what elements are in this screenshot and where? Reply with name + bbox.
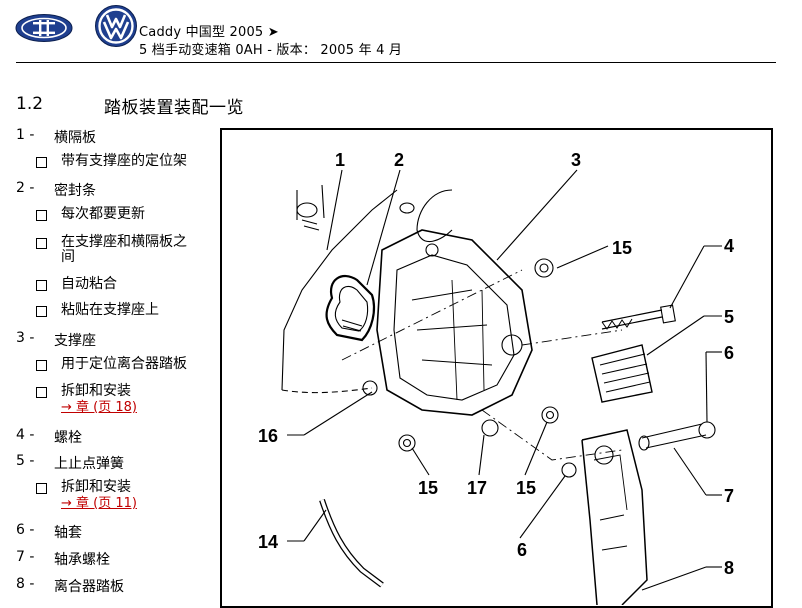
header-model[interactable]: Caddy 中国型 2005 ➤ [139,25,279,40]
subitem-text: 每次都要更新 [61,206,145,222]
exploded-view-drawing: 1 2 3 15 4 5 6 16 15 17 15 7 14 6 8 [258,150,734,605]
item-label: 轴承螺栓 [54,552,110,568]
item-number: 6 - [16,522,35,538]
callout-15-right: 15 [516,478,536,498]
checkbox-icon [36,360,47,371]
subitem-text: 自动粘合 [61,276,117,292]
header-subtitle: 5 档手动变速箱 0AH - 版本： 2005 年 4 月 [139,43,403,58]
subitem-text: 在支撑座和横隔板之 [61,234,187,250]
checkbox-icon [36,306,47,317]
item-number: 7 - [16,549,35,565]
callout-5: 5 [724,307,734,327]
subitem-text: 拆卸和安装 [61,383,131,399]
item-label: 密封条 [54,183,96,199]
callout-17: 17 [467,478,487,498]
callout-6-bottom: 6 [517,540,527,560]
checkbox-icon [36,157,47,168]
callout-16: 16 [258,426,278,446]
checkbox-icon [36,387,47,398]
item-label: 支撑座 [54,333,96,349]
item-number: 5 - [16,453,35,469]
callout-15-top: 15 [612,238,632,258]
section-title: 踏板装置装配一览 [104,98,244,118]
subitem-text-continued: 间 [61,249,75,265]
faw-logo [15,14,73,42]
page-link-18[interactable]: → 章 (页 18) [61,400,137,415]
callout-1: 1 [335,150,345,170]
callout-8: 8 [724,558,734,578]
checkbox-icon [36,238,47,249]
callout-2: 2 [394,150,404,170]
checkbox-icon [36,210,47,221]
header-divider [16,62,776,63]
item-number: 3 - [16,330,35,346]
item-label: 轴套 [54,525,82,541]
callout-7: 7 [724,486,734,506]
item-label: 横隔板 [54,130,96,146]
item-label: 螺栓 [54,430,82,446]
item-label: 离合器踏板 [54,579,124,595]
callout-6-top: 6 [724,343,734,363]
section-number: 1.2 [16,94,44,114]
callout-3: 3 [571,150,581,170]
callout-14: 14 [258,532,278,552]
item-number: 1 - [16,127,35,143]
checkbox-icon [36,280,47,291]
checkbox-icon [36,483,47,494]
callout-15-left: 15 [418,478,438,498]
callout-4: 4 [724,236,734,256]
document-header: Caddy 中国型 2005 ➤ 5 档手动变速箱 0AH - 版本： 2005… [0,0,802,64]
subitem-text: 拆卸和安装 [61,479,131,495]
item-number: 8 - [16,576,35,592]
subitem-text: 带有支撑座的定位架 [61,153,187,169]
item-number: 4 - [16,427,35,443]
item-number: 2 - [16,180,35,196]
subitem-text: 用于定位离合器踏板 [61,356,187,372]
page-link-11[interactable]: → 章 (页 11) [61,496,137,511]
pedal-assembly-figure: 1 2 3 15 4 5 6 16 15 17 15 7 14 6 8 [220,128,773,608]
subitem-text: 粘贴在支撑座上 [61,302,159,318]
item-label: 上止点弹簧 [54,456,124,472]
vw-logo [95,5,137,47]
